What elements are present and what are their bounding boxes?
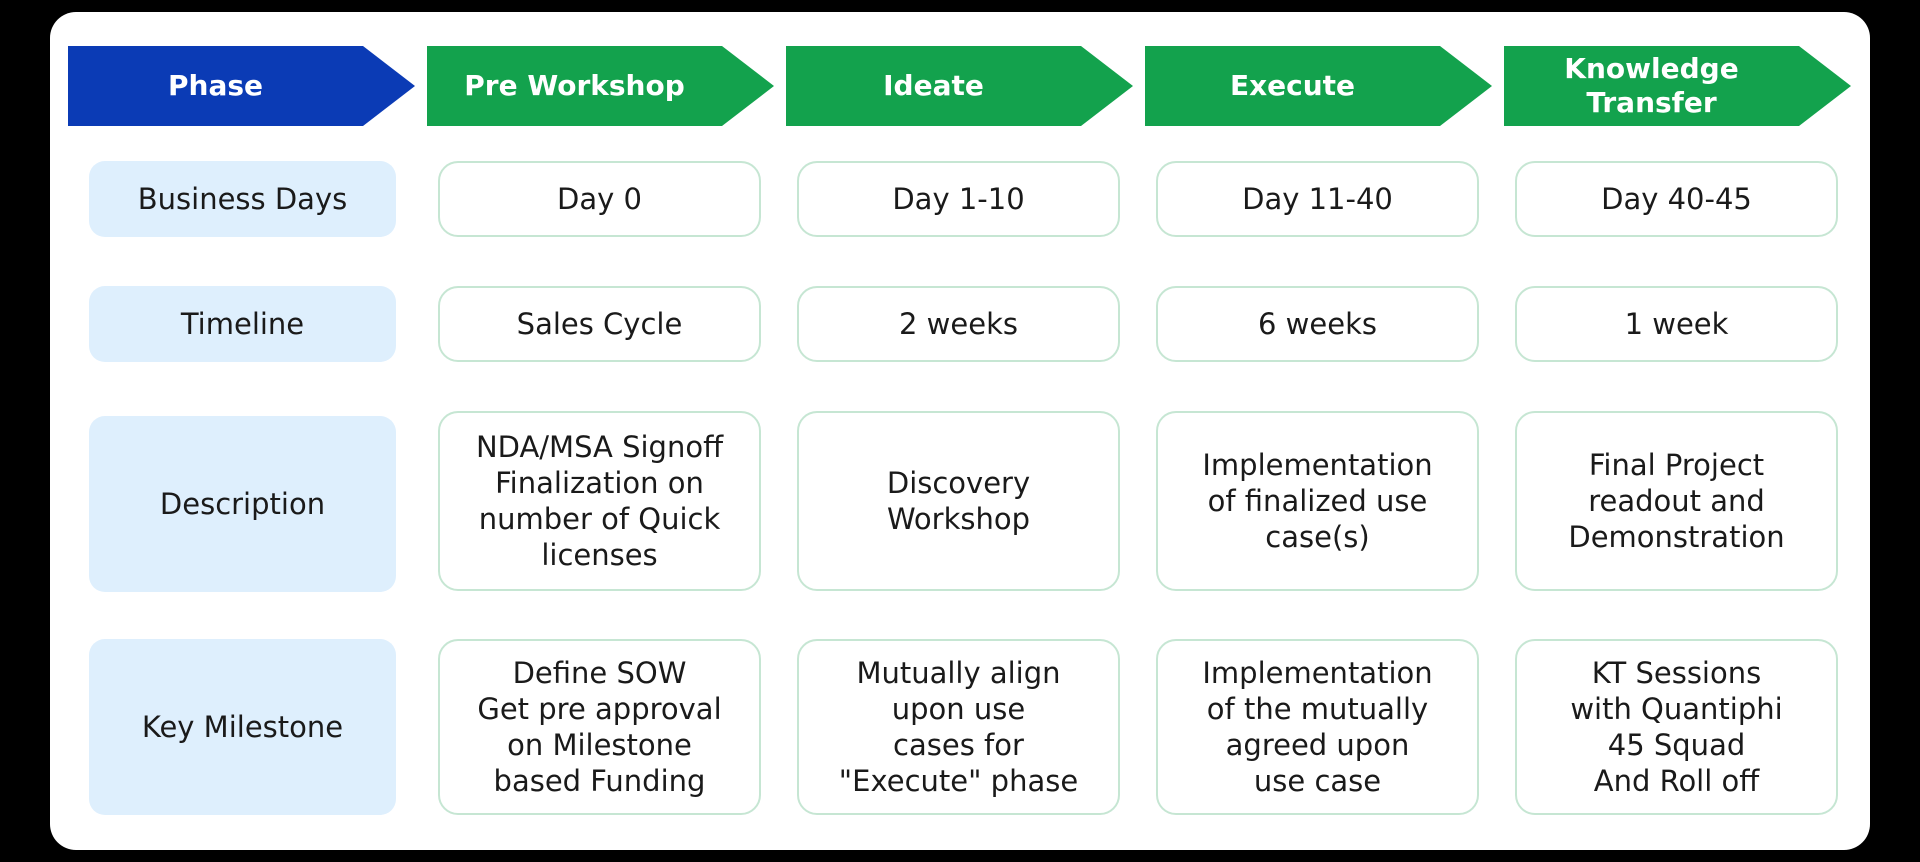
cell-key-milestone-knowledge-transfer: KT Sessions with Quantiphi 45 Squad And … — [1515, 639, 1838, 815]
cell-text: Sales Cycle — [516, 307, 683, 341]
stage-header-ideate: Ideate — [786, 46, 1133, 126]
stage-header-execute: Execute — [1145, 46, 1492, 126]
row-label-key-milestone: Key Milestone — [89, 639, 396, 815]
cell-text: Day 11-40 — [1242, 182, 1393, 216]
row-label-text: Timeline — [180, 307, 305, 341]
cell-text: Implementation of the mutually agreed up… — [1202, 656, 1433, 798]
cell-text: Implementation of finalized use case(s) — [1202, 448, 1433, 554]
stage-header-label: Pre Workshop — [464, 69, 685, 102]
stage-header-label: Execute — [1229, 69, 1356, 102]
row-label-timeline: Timeline — [89, 286, 396, 362]
row-label-text: Key Milestone — [141, 710, 344, 744]
row-label-text: Description — [159, 487, 326, 521]
cell-text: Day 1-10 — [892, 182, 1025, 216]
stage-header-label: Ideate — [883, 69, 984, 102]
cell-business-days-knowledge-transfer: Day 40-45 — [1515, 161, 1838, 237]
row-label-business-days: Business Days — [89, 161, 396, 237]
cell-timeline-knowledge-transfer: 1 week — [1515, 286, 1838, 362]
cell-text: 2 weeks — [899, 307, 1018, 341]
cell-timeline-pre-workshop: Sales Cycle — [438, 286, 761, 362]
cell-text: KT Sessions with Quantiphi 45 Squad And … — [1570, 656, 1783, 798]
cell-text: Day 0 — [557, 182, 642, 216]
cell-text: NDA/MSA Signoff Finalization on number o… — [475, 430, 724, 572]
cell-description-execute: Implementation of finalized use case(s) — [1156, 411, 1479, 591]
cell-description-knowledge-transfer: Final Project readout and Demonstration — [1515, 411, 1838, 591]
cell-key-milestone-ideate: Mutually align upon use cases for "Execu… — [797, 639, 1120, 815]
row-label-description: Description — [89, 416, 396, 592]
cell-timeline-ideate: 2 weeks — [797, 286, 1120, 362]
cell-text: 1 week — [1624, 307, 1729, 341]
cell-business-days-ideate: Day 1-10 — [797, 161, 1120, 237]
cell-description-pre-workshop: NDA/MSA Signoff Finalization on number o… — [438, 411, 761, 591]
cell-text: Final Project readout and Demonstration — [1568, 448, 1785, 554]
stage-header-knowledge-transfer: Knowledge Transfer — [1504, 46, 1851, 126]
phase-table-card: Phase Pre Workshop Ideate Execute Knowle… — [50, 12, 1870, 850]
cell-business-days-execute: Day 11-40 — [1156, 161, 1479, 237]
cell-key-milestone-pre-workshop: Define SOW Get pre approval on Milestone… — [438, 639, 761, 815]
cell-text: 6 weeks — [1258, 307, 1377, 341]
cell-text: Discovery Workshop — [886, 466, 1031, 536]
phase-header-arrow: Phase — [68, 46, 415, 126]
cell-text: Define SOW Get pre approval on Milestone… — [477, 656, 722, 798]
cell-business-days-pre-workshop: Day 0 — [438, 161, 761, 237]
cell-timeline-execute: 6 weeks — [1156, 286, 1479, 362]
cell-key-milestone-execute: Implementation of the mutually agreed up… — [1156, 639, 1479, 815]
phase-header-label: Phase — [167, 69, 263, 102]
cell-text: Day 40-45 — [1601, 182, 1752, 216]
row-label-text: Business Days — [137, 182, 348, 216]
cell-description-ideate: Discovery Workshop — [797, 411, 1120, 591]
stage-header-label: Knowledge Transfer — [1564, 52, 1739, 119]
cell-text: Mutually align upon use cases for "Execu… — [838, 656, 1079, 798]
stage-header-pre-workshop: Pre Workshop — [427, 46, 774, 126]
